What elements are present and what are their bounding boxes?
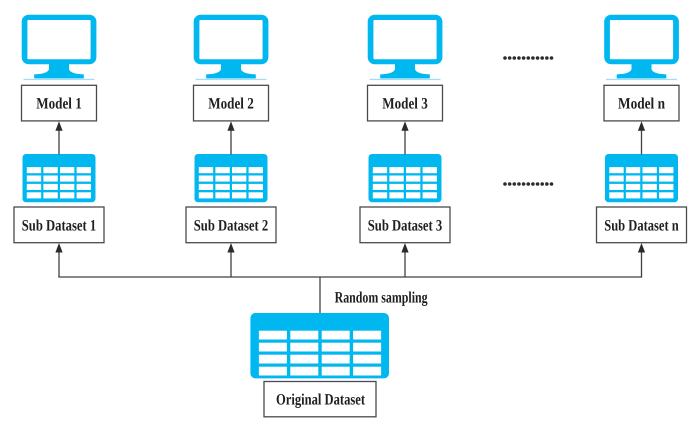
svg-text:Sub Dataset 2: Sub Dataset 2 bbox=[194, 217, 269, 234]
svg-text:Model 1: Model 1 bbox=[36, 96, 82, 113]
svg-text:Model 2: Model 2 bbox=[208, 96, 254, 113]
svg-text:Model 3: Model 3 bbox=[382, 96, 428, 113]
svg-text:Random sampling: Random sampling bbox=[335, 290, 428, 307]
svg-text:Original Dataset: Original Dataset bbox=[276, 392, 366, 409]
svg-text:Sub Dataset n: Sub Dataset n bbox=[604, 217, 679, 234]
svg-text:Sub Dataset 3: Sub Dataset 3 bbox=[368, 217, 443, 234]
svg-text:Sub Dataset 1: Sub Dataset 1 bbox=[22, 217, 97, 234]
svg-text:Model n: Model n bbox=[618, 96, 665, 113]
